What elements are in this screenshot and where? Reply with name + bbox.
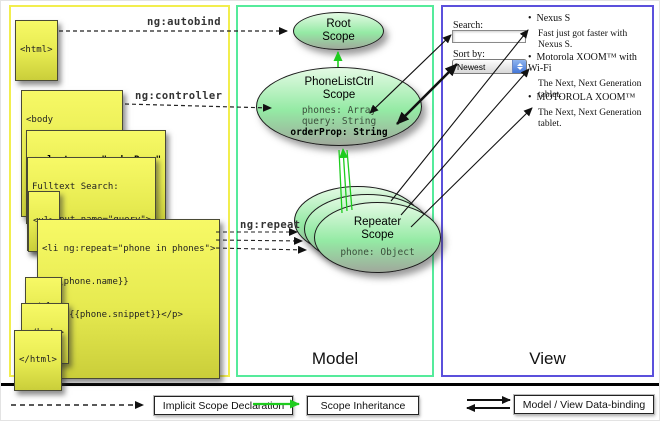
bullet-icon: • <box>528 52 532 63</box>
phone-name: •Motorola XOOM™ with Wi-Fi <box>528 52 650 74</box>
phonelistctrl-title-line2: Scope <box>322 89 356 101</box>
legend-databinding-box: Model / View Data-binding <box>514 395 654 414</box>
code-line: <html> <box>20 45 53 55</box>
bullet-icon: • <box>528 13 532 24</box>
bullet-icon: • <box>528 92 532 103</box>
dropdown-arrows-icon <box>512 60 526 73</box>
code-line: </html> <box>19 355 57 365</box>
phone-name: • Nexus S <box>528 13 650 24</box>
phone-name-text: Nexus S <box>536 13 571 24</box>
scope-prop-orderprop: orderProp: String <box>290 127 388 138</box>
legend-divider <box>1 383 659 386</box>
sort-select[interactable]: Newest <box>452 59 527 74</box>
code-line: <li ng:repeat="phone in phones"> <box>42 244 216 254</box>
ng-controller-label: ng:controller <box>135 90 223 102</box>
ng-repeat-label: ng:repeat <box>240 219 301 231</box>
repeater-scope-ellipse: Repeater Scope phone: Object <box>314 202 441 273</box>
model-panel-label: Model <box>311 349 359 368</box>
search-label: Search: <box>453 20 483 31</box>
sort-select-value: Newest <box>457 61 486 72</box>
phone-list-item: • MOTOROLA XOOM™ The Next, Next Generatio… <box>528 92 650 130</box>
phone-name-text: MOTOROLA XOOM™ <box>536 92 636 103</box>
phone-desc: The Next, Next Generation tablet. <box>538 79 642 100</box>
code-box-html-open: <html> <box>15 20 58 81</box>
phone-name: • MOTOROLA XOOM™ <box>528 92 650 103</box>
code-line: <p>{{phone.snippet}}</p> <box>42 310 183 320</box>
root-scope-ellipse: Root Scope <box>293 12 384 50</box>
repeater-title-line1: Repeater <box>353 216 402 228</box>
repeater-scope-title: Repeater Scope <box>354 216 401 242</box>
phonelistctrl-title-line1: PhoneListCtrl <box>304 76 374 88</box>
scope-prop-phones: phones: Array <box>301 105 377 116</box>
scope-prop-phone: phone: Object <box>340 247 415 258</box>
root-scope-title-line2: Scope <box>322 31 355 43</box>
phonelistctrl-scope-ellipse: PhoneListCtrl Scope phones: Array query:… <box>256 67 422 146</box>
phone-name-text: Motorola XOOM™ with Wi-Fi <box>528 52 637 74</box>
code-line: Fulltext Search: <box>32 182 119 192</box>
root-scope-title: Root Scope <box>322 18 355 44</box>
phone-list-item: •Motorola XOOM™ with Wi-Fi The Next, Nex… <box>528 52 650 101</box>
scope-prop-query: query: String <box>301 116 377 127</box>
phone-desc: The Next, Next Generation tablet. <box>538 108 642 129</box>
phonelistctrl-scope-title: PhoneListCtrl Scope <box>304 76 373 102</box>
code-line: {{phone.name}} <box>42 277 129 287</box>
code-line: <body <box>26 115 54 125</box>
legend-scope-inheritance-box: Scope Inheritance <box>307 396 419 415</box>
root-scope-title-line1: Root <box>326 18 351 30</box>
phone-list-item: • Nexus S Fast just got faster with Nexus… <box>528 13 650 51</box>
legend-implicit-scope-box: Implicit Scope Declaration <box>154 396 293 415</box>
view-panel-label: View <box>529 349 566 368</box>
phone-desc: Fast just got faster with Nexus S. <box>538 29 628 50</box>
search-input[interactable] <box>452 30 526 43</box>
code-box-html-close: </html> <box>14 330 62 391</box>
ng-autobind-label: ng:autobind <box>147 16 221 28</box>
repeater-title-line2: Scope <box>361 229 394 241</box>
